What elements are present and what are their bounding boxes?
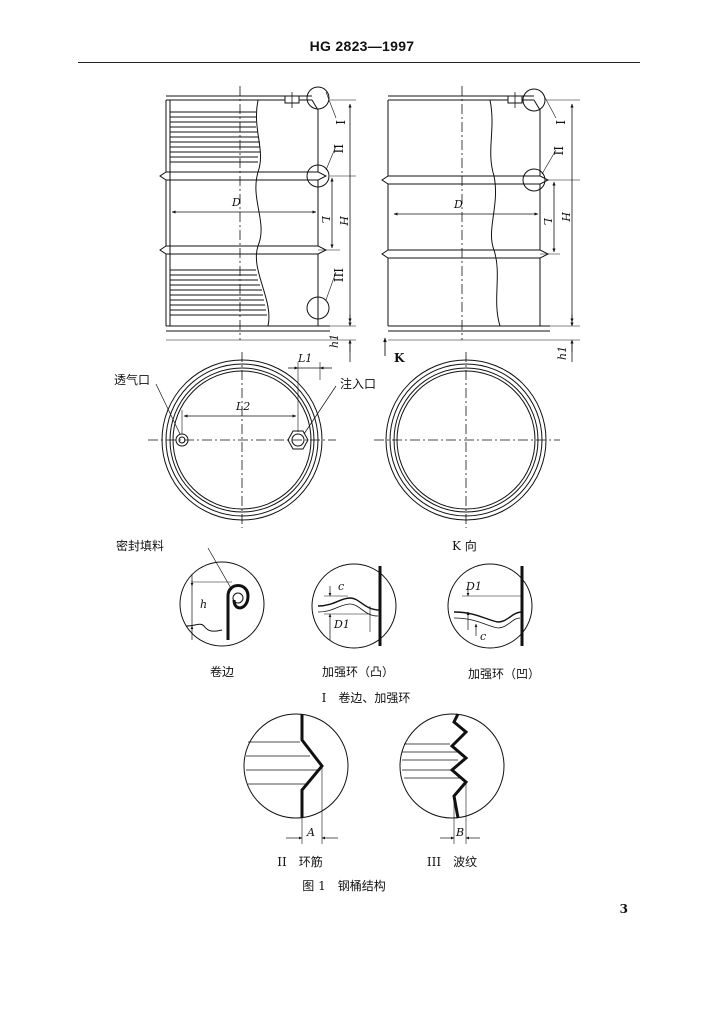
page-number: 3 bbox=[619, 902, 628, 916]
label-seal: 密封填料 bbox=[116, 538, 164, 553]
drum-side-view-right bbox=[381, 86, 580, 362]
drum-top-view-right bbox=[374, 352, 560, 528]
caption-ring-concave: 加强环（凹） bbox=[468, 667, 540, 681]
label-L-right: L bbox=[541, 217, 554, 225]
caption-ring-convex: 加强环（凸） bbox=[322, 665, 394, 679]
label-c-convex: c bbox=[338, 580, 344, 593]
label-L1: L1 bbox=[297, 352, 312, 365]
label-D1-concave: D1 bbox=[465, 580, 482, 593]
label-D-left: D bbox=[231, 196, 241, 209]
label-h1-right: h1 bbox=[556, 346, 569, 360]
figure-caption: 图 1 钢桶结构 bbox=[302, 878, 385, 893]
header-rule bbox=[78, 62, 640, 63]
label-B: B bbox=[455, 826, 464, 839]
label-H-right: H bbox=[559, 211, 572, 222]
label-III-left: III bbox=[331, 268, 345, 282]
drum-top-view-left bbox=[148, 352, 337, 528]
label-II-left: II bbox=[331, 144, 345, 154]
label-c-concave: c bbox=[480, 630, 486, 643]
caption-corrugation: III 波纹 bbox=[427, 855, 477, 869]
caption-group-I: I 卷边、加强环 bbox=[322, 690, 411, 705]
label-D-right: D bbox=[453, 198, 463, 211]
label-h: h bbox=[200, 598, 207, 611]
drum-side-view-left bbox=[159, 86, 356, 362]
caption-curl: 卷边 bbox=[210, 664, 234, 679]
label-h1-left: h1 bbox=[328, 334, 341, 348]
detail-ring-convex bbox=[311, 563, 397, 649]
page-header: HG 2823—1997 bbox=[309, 38, 415, 54]
label-L-left: L bbox=[319, 215, 332, 223]
detail-curl bbox=[179, 547, 265, 647]
detail-corrugation bbox=[399, 713, 505, 844]
label-vent: 透气口 bbox=[114, 372, 150, 387]
detail-ring-concave bbox=[447, 563, 533, 649]
caption-rib: II 环筋 bbox=[277, 854, 322, 869]
label-I-left: I bbox=[333, 120, 347, 125]
label-D1-convex: D1 bbox=[333, 618, 350, 631]
label-pour: 注入口 bbox=[340, 376, 376, 391]
label-L2: L2 bbox=[235, 400, 250, 413]
label-k-view: K 向 bbox=[452, 538, 477, 553]
label-A: A bbox=[306, 826, 315, 839]
label-K: K bbox=[394, 351, 405, 365]
label-H-left: H bbox=[337, 215, 350, 226]
label-I-right: I bbox=[553, 120, 567, 125]
detail-rib bbox=[243, 713, 349, 844]
label-II-right: II bbox=[551, 146, 565, 156]
